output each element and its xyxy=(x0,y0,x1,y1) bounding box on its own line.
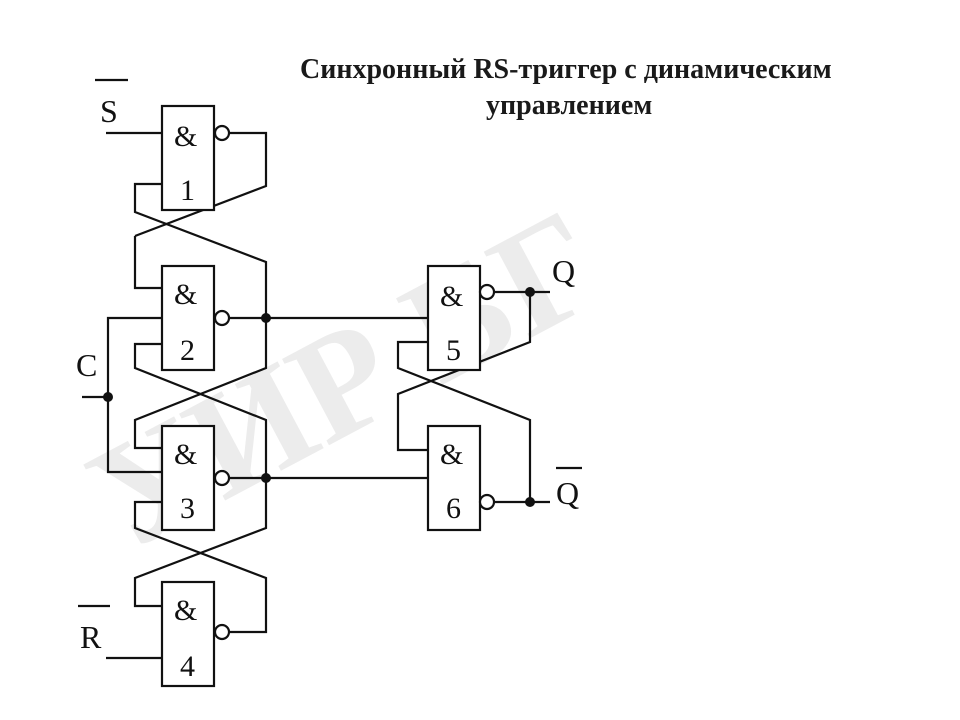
wire-cross-5-6-b xyxy=(396,340,532,502)
junction-qbar xyxy=(525,497,535,507)
gate-6: & 6 xyxy=(426,424,496,532)
gate-5: & 5 xyxy=(426,264,496,372)
gate-5-symbol: & xyxy=(440,280,463,313)
gate-4: & 4 xyxy=(160,580,231,688)
gate-2: & 2 xyxy=(160,264,231,372)
input-c-label: C xyxy=(76,347,97,383)
gate-3-inverter-bubble xyxy=(213,469,231,487)
gate-2-body xyxy=(160,264,216,372)
pin-labels: S C R Q Q xyxy=(76,78,582,655)
gate-1-inverter-bubble xyxy=(213,124,231,142)
wire-cross-5-6-a xyxy=(396,292,532,452)
input-r-label: R xyxy=(80,619,102,655)
junction-c xyxy=(103,392,113,402)
gate-3-number: 3 xyxy=(180,492,195,525)
wire-g2-input-top xyxy=(133,236,162,290)
junction-q xyxy=(525,287,535,297)
gate-4-number: 4 xyxy=(180,650,195,683)
gate-1-body xyxy=(160,104,216,212)
gate-6-symbol: & xyxy=(440,438,463,471)
wire-cross-2-3-b xyxy=(133,318,268,450)
gate-5-inverter-bubble xyxy=(478,283,496,301)
wire-cross-2-3-a xyxy=(133,342,268,478)
junction-g2-out xyxy=(261,313,271,323)
title-line-1: Синхронный RS-триггер с динамическим xyxy=(300,54,832,85)
junctions xyxy=(103,287,535,507)
gate-3-symbol: & xyxy=(174,438,197,471)
gate-2-inverter-bubble xyxy=(213,309,231,327)
gate-3-body xyxy=(160,424,216,532)
gate-1-symbol: & xyxy=(174,120,197,153)
gate-2-number: 2 xyxy=(180,334,195,367)
watermark: УИР БГ xyxy=(63,177,627,582)
watermark-text: УИР БГ xyxy=(63,177,627,582)
gate-1: & 1 xyxy=(160,104,231,212)
gate-1-number: 1 xyxy=(180,174,195,207)
gate-4-symbol: & xyxy=(174,594,197,627)
wire-cross-1-2 xyxy=(133,182,268,318)
wire-cross-3-4-b xyxy=(133,478,268,608)
gate-6-body xyxy=(426,424,482,532)
diagram-title: Синхронный RS-триггер с динамическим упр… xyxy=(300,52,920,124)
output-qbar-label: Q xyxy=(556,475,579,511)
gate-4-inverter-bubble xyxy=(213,623,231,641)
gate-5-body xyxy=(426,264,482,372)
title-line-2: управлением xyxy=(486,90,653,121)
input-s-label: S xyxy=(100,93,118,129)
junction-g3-out xyxy=(261,473,271,483)
gate-6-inverter-bubble xyxy=(478,493,496,511)
gate-2-symbol: & xyxy=(174,278,197,311)
gate-6-number: 6 xyxy=(446,492,461,525)
gate-4-body xyxy=(160,580,216,688)
gate-5-number: 5 xyxy=(446,334,461,367)
gate-3: & 3 xyxy=(160,424,231,532)
output-q-label: Q xyxy=(552,253,575,289)
